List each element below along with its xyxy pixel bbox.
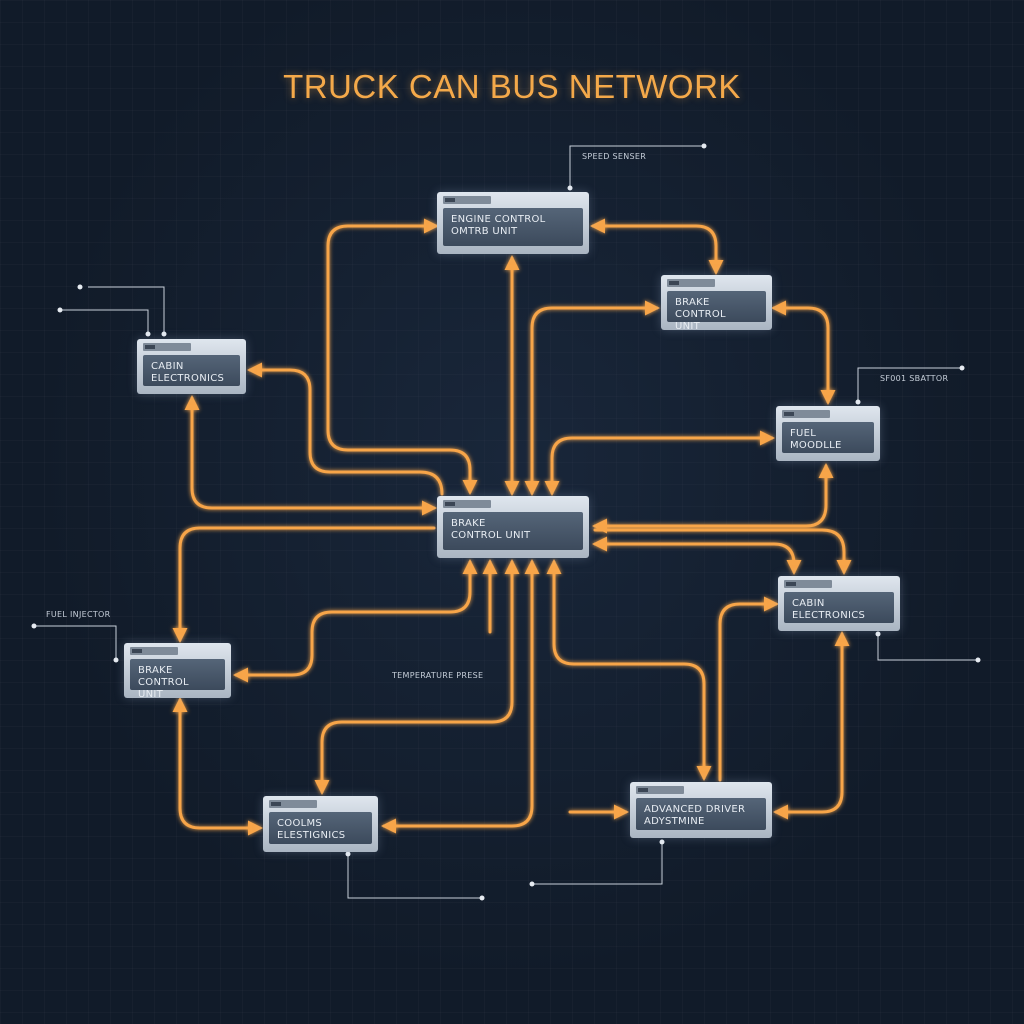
lead-fuel-injector [34,625,117,660]
node-advanced-driver[interactable]: ADVANCED DRIVER ADYSTMINE [630,782,772,838]
diagram-title: TRUCK CAN BUS NETWORK [283,68,741,105]
lead-cabin-left-b [88,286,165,334]
wire-fuel-center-upper [544,430,775,496]
lead-coolant [347,854,482,899]
wire-center-cabin-right-upper [593,528,852,575]
lead-speed-sensor [569,145,704,188]
label-speed-sensor: SPEED SENSER [582,152,647,161]
lead-adas [532,842,663,885]
wire-center-cabin-right-lower [592,536,802,575]
wire-center-adas [546,559,712,781]
wire-ecu-center-left [326,218,478,495]
node-coolant-electronics[interactable]: COOLMS ELESTIGNICS [263,796,378,852]
wire-cabin-left-center-upper [247,362,444,496]
wire-brake-top-center [524,300,660,496]
lead-right-sensor [857,367,962,402]
label-right-sensor: SF001 SBATTOR [880,374,949,383]
lead-cabin-right [877,634,978,661]
wire-fuel-center-lower [592,463,834,534]
wire-brake-left-coolant [172,697,263,836]
wire-cabin-right-adas-left [718,596,779,782]
wire-brake-top-fuel [771,300,836,405]
wire-cabin-left-center-lower [184,395,437,516]
label-fuel-injector: FUEL INJECTOR [46,610,111,619]
lead-cabin-left-a [60,309,149,334]
node-cabin-electronics-left[interactable]: CABIN ELECTRONICS [137,339,246,394]
node-brake-control-left[interactable]: BRAKE CONTROL UNIT [124,643,231,700]
node-fuel-module[interactable]: FUEL MOODLLE [776,406,880,461]
sensor-leads [34,145,978,899]
node-brake-control-center[interactable]: BRAKE CONTROL UNIT [437,496,589,558]
node-brake-control-top[interactable]: BRAKE CONTROL UNIT [661,275,772,332]
lead-dots [31,143,981,901]
wire-center-coolant-right [381,559,540,834]
wire-cabin-right-adas-right [773,631,850,820]
wire-ecu-brake-top [590,218,724,275]
label-temperature: TEMPERATURE PRESE [392,671,484,680]
wire-center-brake-left [233,559,478,683]
node-engine-control-unit[interactable]: ENGINE CONTROL OMTRB UNIT [437,192,589,254]
wire-center-brake-left-top [172,526,436,643]
node-cabin-electronics-right[interactable]: CABIN ELECTRONICS [778,576,900,631]
